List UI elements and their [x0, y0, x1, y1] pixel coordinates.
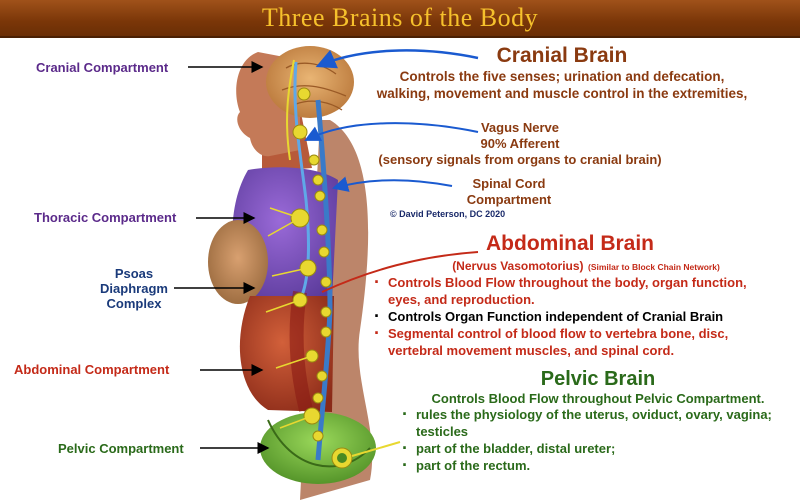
title-bar: Three Brains of the Body: [0, 0, 800, 38]
abdominal-bullet-3: Segmental control of blood flow to verte…: [372, 325, 772, 359]
vagus-pointer: [304, 122, 479, 141]
pelvic-ganglion-inner: [337, 453, 347, 463]
pelvic-brain-heading: Pelvic Brain: [540, 368, 656, 390]
spinal-pointer: [332, 176, 453, 192]
page-title: Three Brains of the Body: [261, 3, 539, 32]
psoas-line1: Psoas: [114, 266, 154, 281]
pelvic-compartment-label: Pelvic Compartment: [58, 441, 184, 456]
nervus-vasomotorius: (Nervus Vasomotorius): [452, 259, 584, 273]
cranial-brain-desc-1: Controls the five senses; urination and …: [399, 69, 725, 84]
vagus-block: Vagus Nerve 90% Afferent (sensory signal…: [360, 120, 680, 168]
copyright-note: © David Peterson, DC 2020: [390, 209, 506, 219]
psoas-diaphragm-label: Psoas Diaphragm Complex: [96, 266, 172, 311]
abdominal-bullet-1: Controls Blood Flow throughout the body,…: [372, 274, 772, 308]
cranial-compartment-label: Cranial Compartment: [36, 60, 169, 75]
pelvic-bullet-2: part of the bladder, distal ureter;: [400, 440, 790, 457]
abdominal-brain-pointer: [321, 251, 479, 293]
abdominal-region: [239, 296, 334, 412]
anatomy-illustration: [174, 46, 479, 500]
pelvic-brain-block: Pelvic Brain Controls Blood Flow through…: [400, 368, 796, 407]
pelvic-bullet-3: part of the rectum.: [400, 457, 790, 474]
vagus-afferent: 90% Afferent: [480, 136, 560, 151]
abdominal-brain-heading: Abdominal Brain: [486, 232, 655, 255]
vagus-title: Vagus Nerve: [480, 120, 560, 135]
abdominal-compartment-label: Abdominal Compartment: [14, 362, 170, 377]
block-chain-note: (Similar to Block Chain Network): [588, 262, 720, 272]
breast: [208, 220, 268, 304]
cranial-brain-heading: Cranial Brain: [496, 44, 628, 67]
pelvic-brain-bullets: rules the physiology of the uterus, ovid…: [400, 406, 790, 474]
spinal-cord-line1: Spinal Cord: [472, 176, 546, 191]
psoas-line3: Complex: [106, 296, 162, 311]
spinal-cord-block: Spinal Cord Compartment: [454, 176, 564, 208]
cranial-brain-desc-2: walking, movement and muscle control in …: [376, 86, 748, 101]
cranial-brain-shape: [266, 46, 354, 118]
pelvic-brain-intro: Controls Blood Flow throughout Pelvic Co…: [431, 391, 765, 406]
abdominal-brain-bullets: Controls Blood Flow throughout the body,…: [372, 274, 772, 359]
pelvic-bullet-1: rules the physiology of the uterus, ovid…: [400, 406, 790, 440]
spinal-cord-line2: Compartment: [466, 192, 552, 207]
ganglia-chain: [290, 87, 332, 442]
thoracic-compartment-label: Thoracic Compartment: [34, 210, 177, 225]
cranial-brain-block: Cranial Brain Controls the five senses; …: [352, 44, 772, 102]
abdominal-brain-subheading: (Nervus Vasomotorius) (Similar to Block …: [386, 257, 786, 275]
abdominal-bullet-2: Controls Organ Function independent of C…: [372, 308, 772, 325]
vagus-desc: (sensory signals from organs to cranial …: [378, 152, 662, 167]
cranial-brain-pointer: [315, 49, 479, 69]
psoas-line2: Diaphragm: [100, 281, 168, 296]
